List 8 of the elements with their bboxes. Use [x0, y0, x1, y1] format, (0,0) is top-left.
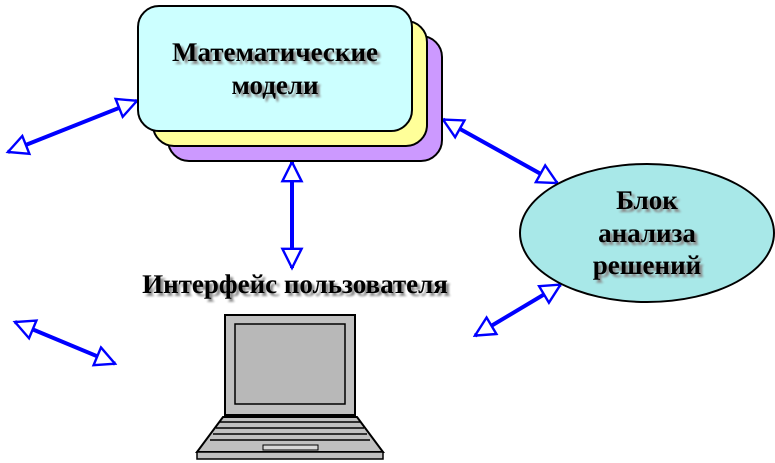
double-arrow	[474, 282, 562, 338]
double-arrow	[6, 98, 138, 156]
double-arrow	[281, 160, 303, 270]
double-arrow	[14, 319, 116, 366]
node-label: Интерфейс пользователя	[141, 268, 449, 300]
node-label: Блок анализа решений	[592, 184, 702, 282]
double-arrow	[442, 118, 558, 185]
node-label: Математические модели	[171, 36, 379, 101]
